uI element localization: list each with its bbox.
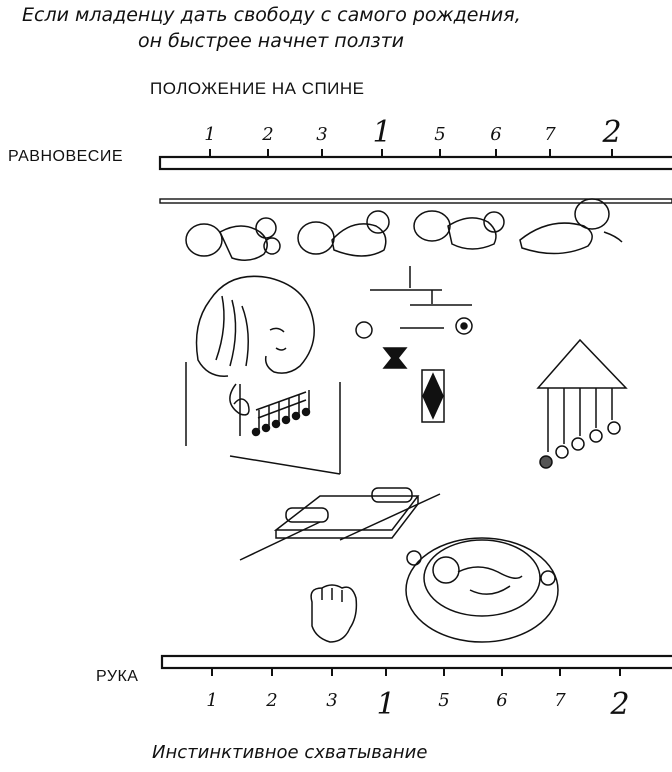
babies-row-icon: [185, 198, 623, 261]
bottom-scale-number: 6: [496, 690, 507, 711]
balance-ruler-bar: [158, 155, 672, 171]
title-line-1: Если младенцу дать свободу с самого рожд…: [22, 4, 521, 26]
divider-line: [159, 198, 672, 204]
hand-label: РУКА: [96, 668, 139, 685]
top-scale-number: 1: [372, 115, 391, 150]
top-scale-numbers: 1 2 3 1 5 6 7 2: [204, 115, 621, 150]
bottom-scale-numbers: 1 2 3 1 5 6 7 2: [206, 687, 629, 722]
top-scale-number: 3: [316, 124, 327, 145]
bottom-scale-number: 2: [265, 690, 277, 711]
bottom-scale-number: 2: [609, 687, 629, 722]
bottom-scale-number: 5: [438, 690, 449, 711]
grasping-hand-icon: [310, 584, 358, 643]
top-scale-number: 1: [204, 124, 215, 145]
top-scale-number: 2: [261, 124, 273, 145]
bottom-scale-number: 3: [326, 690, 337, 711]
top-label: ПОЛОЖЕНИЕ НА СПИНЕ: [150, 79, 365, 98]
title-line-2: он быстрее начнет ползти: [138, 30, 405, 52]
bottom-scale-number: 7: [554, 690, 566, 711]
top-scale-number: 7: [544, 124, 556, 145]
bottom-scale-ticks: [211, 668, 621, 676]
rattle-board-icon: [239, 487, 441, 561]
ball-mobile-icon: [536, 338, 628, 469]
balance-label: РАВНОВЕСИЕ: [8, 148, 124, 165]
bottom-scale-number: 1: [376, 687, 395, 722]
black-white-mobile-icon: [355, 266, 473, 423]
bottom-scale-number: 1: [206, 690, 217, 711]
hand-ruler-bar: [160, 654, 672, 670]
top-scale-number: 5: [434, 124, 445, 145]
baby-in-nest-icon: [405, 537, 559, 643]
music-notes-icon: [229, 382, 341, 475]
mother-face-icon: [185, 275, 315, 446]
top-scale-number: 2: [601, 115, 621, 150]
bottom-caption: Инстинктивное схватывание: [152, 742, 428, 763]
top-scale-number: 6: [490, 124, 501, 145]
top-scale-ticks: [209, 149, 613, 157]
